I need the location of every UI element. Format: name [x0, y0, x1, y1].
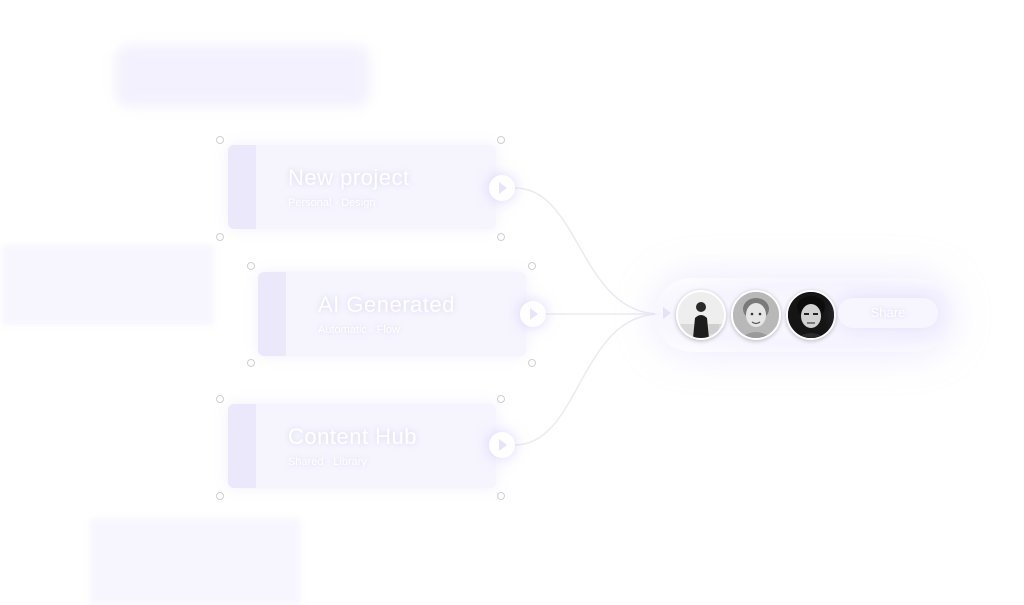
resize-handle[interactable]	[497, 492, 505, 500]
arrow-right-icon	[499, 439, 507, 451]
person-avatar-icon	[788, 292, 834, 338]
node-title: Content Hub	[288, 424, 418, 449]
flow-node-card[interactable]: AI Generated Automatic · Flow	[258, 272, 526, 356]
flow-node-card[interactable]: Content Hub Shared · Library	[228, 404, 496, 488]
node-subtitle: Automatic · Flow	[318, 324, 400, 336]
input-port[interactable]	[659, 305, 675, 321]
node-accent-stripe	[228, 145, 256, 229]
person-avatar-icon	[733, 292, 779, 338]
resize-handle[interactable]	[247, 359, 255, 367]
resize-handle[interactable]	[216, 136, 224, 144]
arrow-right-icon	[499, 182, 507, 194]
resize-handle[interactable]	[497, 136, 505, 144]
edge-node-1	[514, 187, 661, 315]
resize-handle[interactable]	[216, 395, 224, 403]
arrow-right-icon	[663, 307, 671, 319]
resize-handle[interactable]	[497, 233, 505, 241]
node-subtitle: Shared · Library	[288, 456, 367, 468]
resize-handle[interactable]	[497, 395, 505, 403]
blurred-bottom-panel	[90, 518, 300, 605]
resize-handle[interactable]	[216, 492, 224, 500]
node-accent-stripe	[258, 272, 286, 356]
arrow-right-icon	[530, 308, 538, 320]
edge-node-3	[514, 313, 661, 446]
blurred-header-pill	[115, 45, 370, 107]
node-title: New project	[288, 165, 410, 190]
resize-handle[interactable]	[247, 262, 255, 270]
resize-handle[interactable]	[216, 233, 224, 241]
flow-node-card[interactable]: New project Personal · Design	[228, 145, 496, 229]
blurred-side-panel	[2, 245, 214, 325]
output-port[interactable]	[489, 432, 515, 458]
avatar[interactable]	[786, 290, 836, 340]
node-subtitle: Personal · Design	[288, 197, 376, 209]
output-port[interactable]	[520, 301, 546, 327]
node-accent-stripe	[228, 404, 256, 488]
resize-handle[interactable]	[528, 359, 536, 367]
share-label[interactable]: Share	[838, 298, 938, 328]
avatar[interactable]	[731, 290, 781, 340]
person-avatar-icon	[678, 292, 724, 338]
output-port[interactable]	[489, 175, 515, 201]
avatar[interactable]	[676, 290, 726, 340]
resize-handle[interactable]	[528, 262, 536, 270]
node-title: AI Generated	[318, 292, 455, 317]
